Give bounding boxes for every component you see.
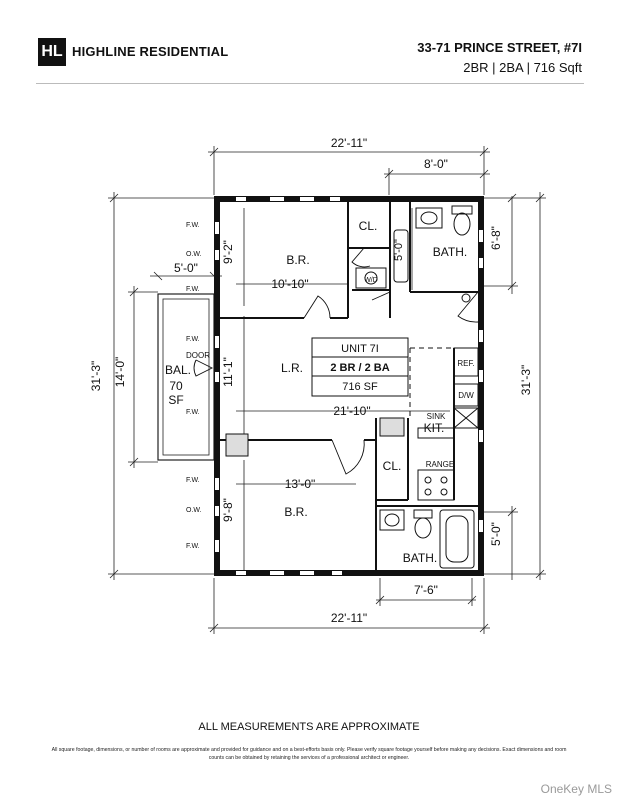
window-labels: F.W. O.W. F.W. F.W. F.W. F.W. O.W. F.W.	[186, 222, 202, 550]
room-closet2: CL.	[383, 459, 402, 473]
dim-left-height: 31'-3"	[89, 361, 103, 392]
mls-watermark: OneKey MLS	[540, 782, 612, 796]
window-openings	[215, 197, 483, 575]
dim-top-width: 22'-11"	[331, 136, 367, 150]
header-divider	[36, 83, 584, 84]
dim-closet: 5'-0"	[393, 239, 405, 261]
dim-br2-height: 9'-8"	[221, 498, 235, 522]
room-bath2: BATH.	[403, 551, 437, 565]
window-label: O.W.	[186, 251, 202, 258]
brand-name: HIGHLINE RESIDENTIAL	[72, 44, 229, 59]
dim-lr-width: 21'-10"	[333, 404, 370, 418]
balcony-area: 70	[169, 379, 183, 393]
listing-specs: 2BR | 2BA | 716 Sqft	[463, 60, 582, 75]
room-closet1: CL.	[359, 219, 378, 233]
door-swings	[193, 247, 479, 475]
dim-bath-width-bottom: 7'-6"	[414, 583, 438, 597]
label-range: RANGE	[426, 460, 454, 469]
label-sink: SINK	[427, 412, 446, 421]
disclaimer-text: All square footage, dimensions, or numbe…	[51, 747, 567, 761]
window-label: O.W.	[186, 507, 202, 514]
logo: HL	[38, 38, 66, 66]
room-lr: L.R.	[281, 361, 303, 375]
listing-address: 33-71 PRINCE STREET, #7I	[417, 40, 582, 55]
window-label: F.W.	[186, 222, 200, 229]
unit-box	[311, 337, 409, 397]
dim-bath-width-top: 8'-0"	[424, 157, 448, 171]
dim-bottom-width: 22'-11"	[331, 611, 367, 625]
window-label: F.W.	[186, 336, 200, 343]
unit-number: UNIT 7I	[341, 343, 379, 355]
room-kitchen: KIT.	[424, 421, 445, 435]
room-bath1: BATH.	[433, 245, 467, 259]
label-door: DOOR	[186, 351, 210, 360]
dim-balcony-width: 5'-0"	[174, 261, 198, 275]
header: HL HIGHLINE RESIDENTIAL 33-71 PRINCE STR…	[0, 0, 618, 84]
kitchen-counters	[409, 347, 479, 501]
dim-br1-width: 10'-10"	[271, 277, 308, 291]
plan-labels: 22'-11" 8'-0" 22'-11" 7'-6" 31'-3" 31'-3…	[89, 136, 533, 625]
dimension-lines	[108, 146, 546, 634]
unit-area: 716 SF	[342, 381, 378, 393]
label-ref: REF.	[457, 359, 474, 368]
window-label: F.W.	[186, 409, 200, 416]
utility-chases	[225, 417, 405, 457]
dim-bath2-height: 5'-0"	[489, 522, 503, 546]
label-wd: W/D	[364, 277, 378, 284]
room-br2: B.R.	[284, 505, 307, 519]
dim-bath1-height: 6'-8"	[489, 226, 503, 250]
window-label: F.W.	[186, 543, 200, 550]
label-dw: D/W	[458, 391, 474, 400]
window-label: F.W.	[186, 477, 200, 484]
balcony	[157, 293, 215, 461]
dim-lr-height: 11'-1"	[221, 357, 235, 387]
exterior-walls	[214, 196, 484, 576]
dim-br2-width: 13'-0"	[285, 477, 316, 491]
dim-balcony-height: 14'-0"	[113, 357, 127, 388]
bath-fixtures	[355, 205, 475, 569]
dim-right-height: 31'-3"	[519, 365, 533, 396]
balcony-unit: SF	[168, 393, 183, 407]
room-br1: B.R.	[286, 253, 309, 267]
unit-beds-baths: 2 BR / 2 BA	[330, 362, 389, 374]
room-balcony: BAL.	[165, 363, 191, 377]
window-label: F.W.	[186, 286, 200, 293]
disclaimer-title: ALL MEASUREMENTS ARE APPROXIMATE	[198, 721, 420, 733]
dim-br1-height: 9'-2"	[221, 240, 235, 264]
